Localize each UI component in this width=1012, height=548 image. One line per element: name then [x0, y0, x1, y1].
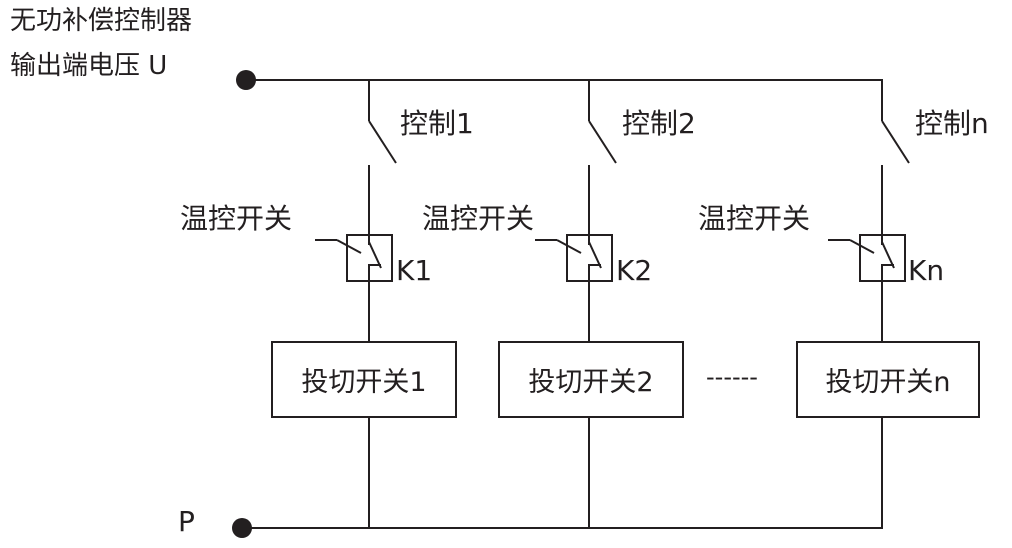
thermo-contact-blade-3: [881, 241, 895, 269]
k-label-2: K2: [616, 254, 653, 287]
control-label-1: 控制1: [400, 107, 474, 140]
thermo-contact-return-3: [881, 264, 894, 281]
thermo-label-1: 温控开关: [180, 202, 293, 235]
control-switch-blade-3: [881, 120, 910, 164]
switch-box-2: 投切开关2: [498, 341, 684, 418]
thermo-pointer-b-3: [849, 239, 875, 254]
control-label-2: 控制2: [622, 107, 696, 140]
output-voltage-label: 输出端电压 U: [10, 51, 168, 81]
control-switch-blade-2: [588, 120, 617, 164]
bottom-node-dot: [232, 518, 252, 538]
thermo-contact-return-1: [368, 264, 381, 281]
control-label-n: 控制n: [915, 107, 989, 140]
switch-box-1: 投切开关1: [271, 341, 457, 418]
thermo-pointer-b-1: [336, 239, 362, 254]
top-node-dot: [236, 70, 256, 90]
switch-label-2: 投切开关2: [528, 367, 654, 398]
thermo-contact-return-2: [588, 264, 601, 281]
controller-title: 无功补偿控制器: [10, 6, 193, 36]
k-label-n: Kn: [908, 254, 945, 287]
switch-box-n: 投切开关n: [796, 341, 980, 418]
thermo-label-n: 温控开关: [698, 202, 811, 235]
p-node-label: P: [178, 505, 195, 538]
thermo-contact-blade-2: [588, 241, 602, 269]
switch-label-n: 投切开关n: [825, 367, 951, 398]
switch-label-1: 投切开关1: [301, 367, 427, 398]
ellipsis-dashes: ------: [706, 363, 758, 391]
thermo-pointer-b-2: [556, 239, 582, 254]
thermo-label-2: 温控开关: [422, 202, 535, 235]
thermo-contact-blade-1: [368, 241, 382, 269]
control-switch-blade-1: [368, 120, 397, 164]
k-label-1: K1: [396, 254, 433, 287]
